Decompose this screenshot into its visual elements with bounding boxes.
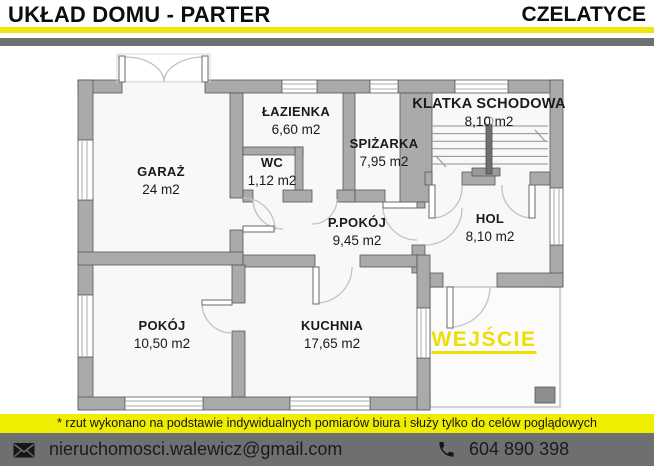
room-label-garaz: GARAŻ 24 m2 xyxy=(137,164,185,197)
room-label-wc: WC 1,12 m2 xyxy=(247,155,297,188)
header-gray-rule xyxy=(0,38,654,46)
room-label-lazienka: ŁAZIENKA 6,60 m2 xyxy=(261,104,331,137)
garage-door xyxy=(116,53,211,83)
location-title: CZELATYCE xyxy=(521,3,646,26)
staircase xyxy=(432,116,548,177)
contact-bar: nieruchomosci.walewicz@gmail.com 604 890… xyxy=(0,433,654,466)
windows xyxy=(77,79,564,411)
page-title: UKŁAD DOMU - PARTER xyxy=(8,2,271,27)
email-text: nieruchomosci.walewicz@gmail.com xyxy=(49,439,343,459)
disclaimer-strip: * rzut wykonano na podstawie indywidualn… xyxy=(0,414,654,433)
contact-email: nieruchomosci.walewicz@gmail.com xyxy=(12,433,342,466)
phone-text: 604 890 398 xyxy=(469,439,570,459)
room-label-ppokoj: P.POKÓJ 9,45 m2 xyxy=(327,215,387,248)
room-label-spizarka: SPIŻARKA 7,95 m2 xyxy=(349,136,419,169)
door-arcs xyxy=(201,184,532,334)
room-label-hol: HOL 8,10 m2 xyxy=(465,211,515,244)
room-label-klatka-schodowa: KLATKA SCHODOWA 8,10 m2 xyxy=(412,96,566,129)
disclaimer-text: * rzut wykonano na podstawie indywidualn… xyxy=(57,416,597,430)
envelope-icon xyxy=(12,440,36,460)
door-leaves xyxy=(201,184,536,329)
phone-handset-icon xyxy=(437,440,456,459)
room-label-pokoj: POKÓJ 10,50 m2 xyxy=(133,318,191,351)
room-label-kuchnia: KUCHNIA 17,65 m2 xyxy=(300,318,364,351)
contact-phone: 604 890 398 xyxy=(437,433,569,466)
porch-pillar xyxy=(534,386,556,404)
header-yellow-rule xyxy=(0,27,654,33)
walls xyxy=(77,79,564,411)
entrance-label: WEJŚCIE xyxy=(431,328,537,351)
